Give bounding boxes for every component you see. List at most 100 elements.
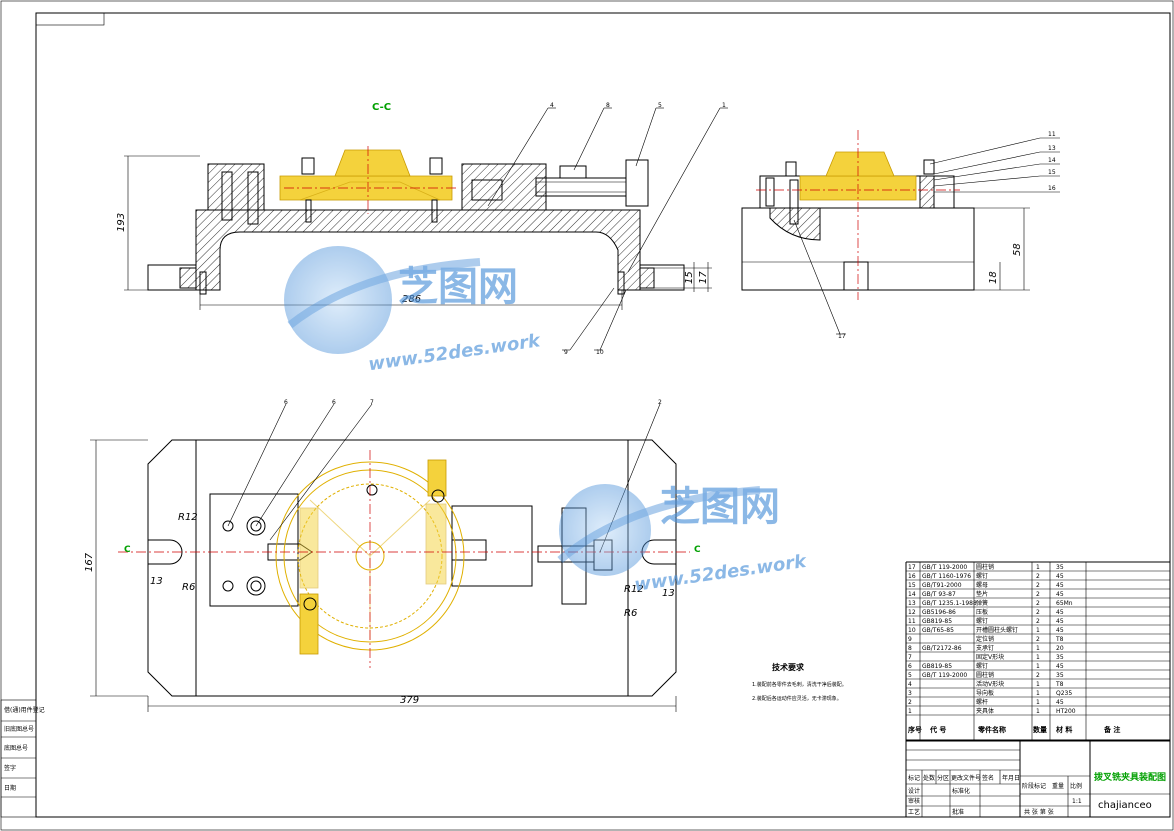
watermark-logo-1: 芝图网: [398, 264, 518, 310]
bom-cell-name: 螺杆: [976, 698, 988, 706]
bom-cell-name: 夹具体: [976, 707, 994, 715]
bom-cell-name: 螺钉: [976, 662, 988, 670]
bom-cell-name: 支承钉: [976, 644, 994, 652]
balloon-15: 15: [1048, 169, 1056, 176]
dim-top-small-a: 15: [684, 271, 695, 284]
balloon-plan-2: 2: [658, 399, 662, 406]
bom-cell-no: 16: [908, 573, 916, 580]
dim-plan-height: 167: [84, 552, 95, 572]
strip-item-3: 底图总号: [4, 744, 28, 752]
side-view: 58 18 11 13 14 15 16 17: [741, 130, 1060, 340]
bom-cell-mat: T8: [1055, 636, 1064, 643]
corner-tag: [35, 12, 105, 26]
bom-cell-no: 2: [908, 699, 912, 706]
tb-row-label-5: 签名: [982, 774, 994, 782]
bom-cell-no: 3: [908, 690, 912, 697]
bom-cell-mat: 45: [1056, 573, 1064, 580]
bom-cell-mat: Q235: [1056, 690, 1072, 697]
bom-cell-mat: 45: [1056, 699, 1064, 706]
bom-cell-no: 11: [908, 618, 916, 625]
dim-side-height: 58: [1012, 243, 1023, 256]
balloon-17: 17: [838, 333, 846, 340]
balloon-plan-6b: 6: [332, 399, 336, 406]
bom-cell-qty: 2: [1036, 600, 1040, 607]
bom-cell-name: 定位销: [976, 635, 994, 643]
bom-cell-qty: 2: [1036, 591, 1040, 598]
bom-header-no: 序号: [907, 725, 922, 734]
tb-row-label-2: 处数: [923, 774, 935, 782]
bom-cell-no: 17: [908, 564, 916, 571]
tb-role-standard: 标准化: [952, 787, 970, 795]
tb-row-label-6: 年月日: [1002, 774, 1020, 782]
balloon-5: 5: [658, 102, 662, 109]
bom-cell-no: 7: [908, 654, 912, 661]
bom-cell-code: GB/T91-2000: [922, 582, 962, 589]
bom-cell-qty: 1: [1036, 663, 1040, 670]
tb-row-label-3: 分区: [937, 774, 949, 782]
bom-cell-qty: 1: [1036, 690, 1040, 697]
bom-cell-no: 8: [908, 645, 912, 652]
bom-cell-no: 13: [908, 600, 916, 607]
balloon-11: 11: [1048, 131, 1056, 138]
bom-cell-qty: 1: [1036, 627, 1040, 634]
dim-r12-left: R12: [178, 512, 198, 523]
balloon-plan-6a: 6: [284, 399, 288, 406]
dim-r6-right: R6: [624, 608, 637, 619]
bom-cell-qty: 2: [1036, 609, 1040, 616]
bom-cell-qty: 1: [1036, 645, 1040, 652]
bom-cell-code: GB/T 119-2000: [922, 672, 967, 679]
strip-item-2: 旧底图总号: [4, 725, 34, 733]
balloon-8: 8: [606, 102, 610, 109]
bom-cell-no: 5: [908, 672, 912, 679]
bom-cell-mat: 35: [1056, 654, 1064, 661]
bom-cell-qty: 2: [1036, 573, 1040, 580]
bom-cell-code: GB/T65-85: [922, 627, 954, 634]
bom-cell-mat: T8: [1055, 681, 1064, 688]
section-label: C-C: [372, 102, 391, 113]
bom-cell-mat: 45: [1056, 627, 1064, 634]
bom-cell-name: 导向板: [976, 689, 994, 697]
bom-cell-name: 开槽圆柱头螺钉: [976, 626, 1018, 634]
plan-view: C C 167 379 R12 R6 13 R12 R6 13 6 6 7 2: [84, 399, 701, 712]
bom-cell-no: 14: [908, 591, 916, 598]
bom-cell-qty: 1: [1036, 708, 1040, 715]
dim-r6-left: R6: [182, 582, 195, 593]
tb-role-approve: 批准: [952, 808, 964, 816]
bom-cell-qty: 1: [1036, 654, 1040, 661]
bom-cell-mat: 45: [1056, 582, 1064, 589]
watermark-url-2: www.52des.work: [633, 551, 808, 596]
bom-cell-name: 圆柱销: [976, 671, 994, 679]
tb-row-label-1: 标记: [908, 774, 920, 782]
bom-header-name: 零件名称: [977, 725, 1006, 734]
balloon-16: 16: [1048, 185, 1056, 192]
tech-line-2: 2.装配后各运动件应灵活，无卡滞现象。: [752, 695, 842, 702]
bom-header-code: 代 号: [929, 725, 946, 734]
cut-marker-right: C: [694, 545, 701, 555]
bom-cell-no: 6: [908, 663, 912, 670]
strip-item-1: 借(通)用件登记: [4, 706, 45, 714]
bom-cell-no: 15: [908, 582, 916, 589]
tb-sheets: 共 张 第 张: [1024, 808, 1054, 816]
balloon-4: 4: [550, 102, 554, 109]
tb-role-craft: 工艺: [908, 808, 920, 816]
bom-cell-name: 螺钉: [976, 572, 988, 580]
bom-cell-qty: 2: [1036, 618, 1040, 625]
bom-cell-mat: 45: [1056, 618, 1064, 625]
bom-cell-name: 压板: [976, 608, 988, 616]
title-block: 标记 处数 分区 更改文件号 签名 年月日 设计 标准化 审核 工艺 批准 阶段…: [905, 739, 1171, 818]
bom-cell-code: GB5196-86: [922, 609, 956, 616]
bom-cell-code: GB/T 93-87: [922, 591, 956, 598]
dim-slot-left: 13: [150, 576, 163, 587]
tb-role-review: 审核: [908, 797, 920, 805]
balloon-9: 9: [564, 349, 568, 356]
cut-marker-left: C: [124, 545, 131, 555]
tb-drawing-title: 拨叉铣夹具装配图: [1094, 771, 1166, 783]
dim-top-width: 286: [402, 294, 421, 305]
tech-requirements: 技术要求 1.装配前各零件去毛刺，清洗干净后装配。 2.装配后各运动件应灵活，无…: [752, 662, 847, 702]
dim-top-small-b: 17: [698, 271, 709, 284]
inner-frame: [35, 12, 1171, 818]
tb-ratio: 比例: [1070, 782, 1082, 790]
bom-cell-name: 螺钉: [976, 617, 988, 625]
strip-item-4: 签字: [4, 764, 16, 772]
